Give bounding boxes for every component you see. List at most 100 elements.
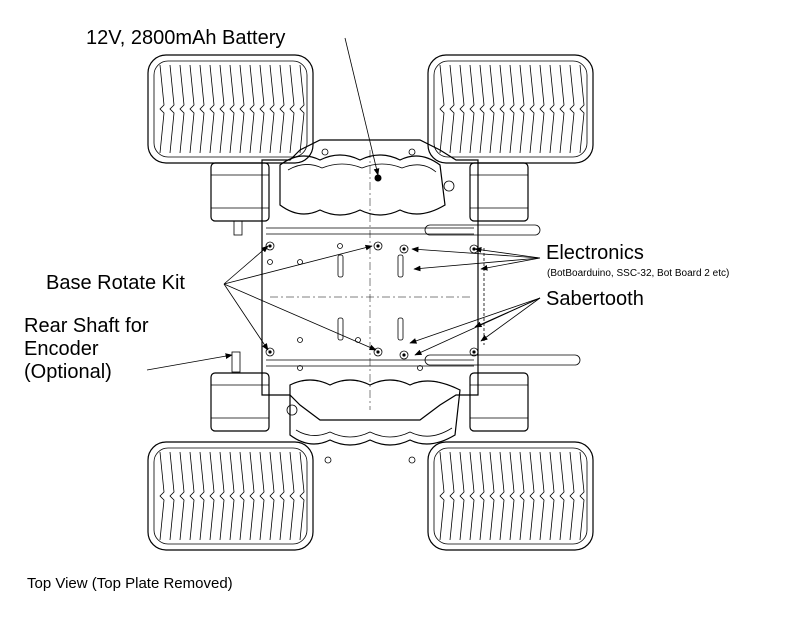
tread-line [249, 451, 255, 541]
screw-hole [399, 244, 409, 254]
rear-shaft [231, 351, 241, 373]
sabertooth-label: Sabertooth [546, 288, 644, 310]
tread-line [199, 451, 205, 541]
screw-hole [337, 243, 343, 249]
tread-line [219, 64, 225, 154]
tread-line [269, 451, 275, 541]
rear-shaft-label-3: (Optional) [24, 361, 112, 383]
tread-line [479, 451, 485, 541]
base-rotate-label: Base Rotate Kit [46, 272, 185, 294]
wheel-front-left [147, 54, 314, 164]
screw-hole [373, 347, 383, 357]
standoff [376, 350, 380, 354]
standoff [402, 353, 406, 357]
tread-line [179, 451, 185, 541]
tread-line [199, 64, 205, 154]
chassis [261, 139, 581, 421]
screw-hole [469, 347, 479, 357]
tread-line [539, 64, 545, 154]
electronics-label: Electronics [546, 242, 644, 264]
tread-line [529, 451, 535, 541]
tread-line [499, 64, 505, 154]
tread-line [159, 451, 165, 541]
tread-line [299, 64, 305, 154]
tread-line [569, 64, 575, 154]
tread-line [179, 64, 185, 154]
tread-line [509, 64, 515, 154]
screw-hole [373, 241, 383, 251]
tread-line [279, 64, 285, 154]
screw-hole [297, 365, 303, 371]
tread-line [159, 64, 165, 154]
tread-line [469, 451, 475, 541]
tread-line [289, 64, 295, 154]
tread-line [459, 64, 465, 154]
screw-hole [267, 259, 273, 265]
tread-line [169, 64, 175, 154]
motor-rear-right [469, 372, 529, 432]
tread-line [529, 64, 535, 154]
tread-line [519, 64, 525, 154]
tread-line [299, 451, 305, 541]
tread-line [229, 64, 235, 154]
motor-front-left [210, 162, 270, 236]
tread-line [559, 451, 565, 541]
tread-line [449, 451, 455, 541]
tread-line [189, 64, 195, 154]
rear-shaft-label-1: Rear Shaft for [24, 315, 149, 337]
tread-line [439, 451, 445, 541]
motor-rear-left [210, 351, 270, 432]
screw-hole [265, 347, 275, 357]
tread-line [549, 64, 555, 154]
tread-line [499, 451, 505, 541]
tread-line [439, 64, 445, 154]
tread-line [219, 451, 225, 541]
tread-line [259, 64, 265, 154]
tread-line [169, 451, 175, 541]
tread-line [449, 64, 455, 154]
standoff [376, 244, 380, 248]
tread-line [189, 451, 195, 541]
tread-line [539, 451, 545, 541]
standoff [268, 350, 272, 354]
leader-lines [146, 37, 541, 371]
rear-shaft-label-2: Encoder [24, 338, 99, 360]
wheel-rear-left [147, 441, 314, 551]
tread-line [519, 451, 525, 541]
screw-hole [399, 350, 409, 360]
tread-line [489, 64, 495, 154]
tread-line [209, 451, 215, 541]
caption: Top View (Top Plate Removed) [27, 575, 233, 592]
battery-pack-rear [286, 379, 461, 464]
screw-hole [297, 337, 303, 343]
wheel-rear-right [427, 441, 594, 551]
tread-line [459, 451, 465, 541]
tread-line [489, 451, 495, 541]
wheel-front-right [427, 54, 594, 164]
tread-line [469, 64, 475, 154]
tread-line [579, 64, 585, 154]
tread-line [559, 64, 565, 154]
motor-front-right [469, 162, 529, 222]
tread-line [229, 451, 235, 541]
tread-line [249, 64, 255, 154]
screw-hole [417, 365, 423, 371]
battery-label: 12V, 2800mAh Battery [86, 27, 285, 49]
tread-line [239, 64, 245, 154]
tread-line [579, 451, 585, 541]
electronics-sub-label: (BotBoarduino, SSC-32, Bot Board 2 etc) [547, 268, 729, 279]
tread-line [569, 451, 575, 541]
mounting-screws [265, 241, 479, 371]
tread-line [549, 451, 555, 541]
tread-line [269, 64, 275, 154]
tread-line [259, 451, 265, 541]
standoff [402, 247, 406, 251]
battery-pack-front [279, 148, 455, 216]
standoff [268, 244, 272, 248]
tread-line [239, 451, 245, 541]
tread-line [209, 64, 215, 154]
tread-line [479, 64, 485, 154]
standoff [472, 350, 476, 354]
tread-line [289, 451, 295, 541]
